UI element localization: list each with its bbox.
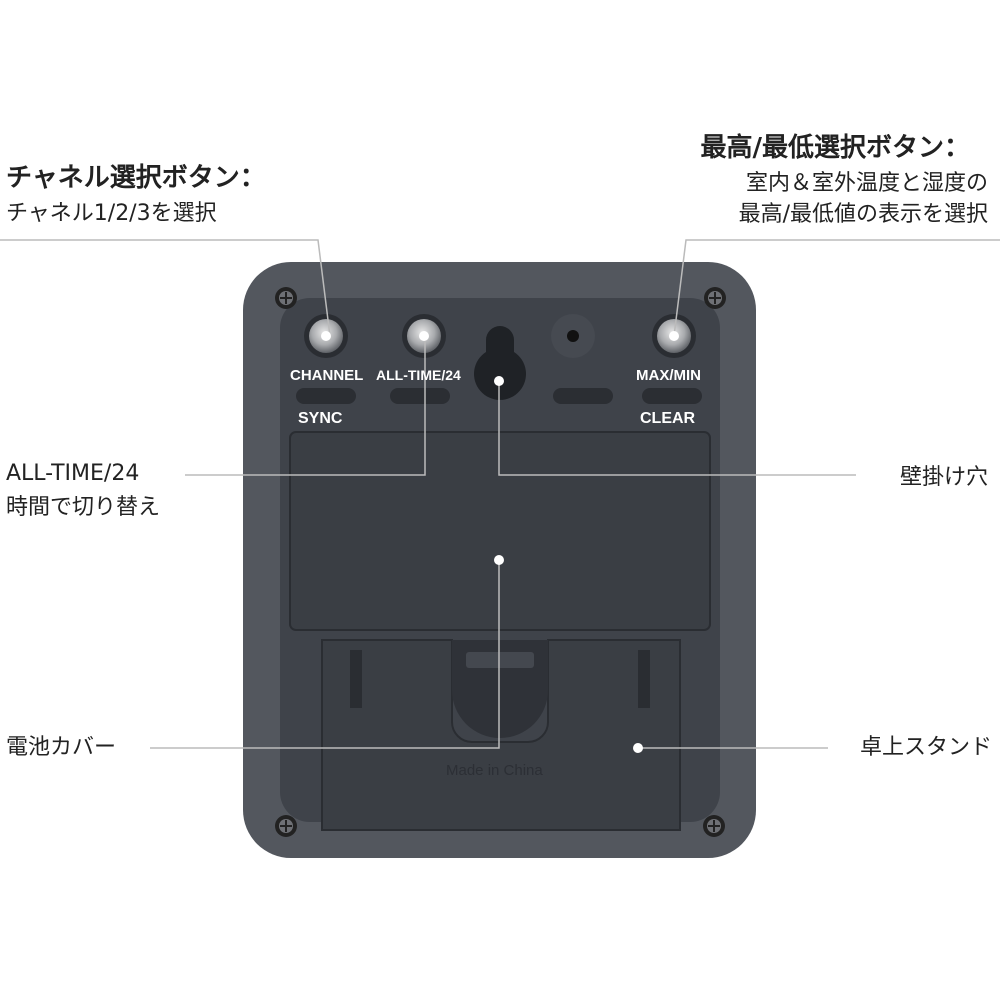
battery-cover [289, 431, 711, 631]
alltime-slot [390, 388, 450, 404]
channel-button-desc: チャネル1/2/3を選択 [6, 201, 217, 226]
battery-callout-dot [494, 555, 504, 565]
sync-button [296, 388, 356, 404]
maxmin-label: MAX/MIN [636, 367, 701, 384]
clear-button [642, 388, 702, 404]
clear-label: CLEAR [640, 410, 696, 427]
sync-label: SYNC [298, 410, 343, 427]
alltime-desc-line1: ALL-TIME/24 [6, 461, 140, 486]
stand-callout-dot [633, 743, 643, 753]
maxmin-button-desc-line2: 最高/最低値の表示を選択 [738, 202, 988, 227]
screw-top-right-icon [704, 287, 726, 309]
channel-label: CHANNEL [290, 367, 364, 384]
screw-bottom-right-icon [703, 815, 725, 837]
screw-bottom-left-icon [275, 815, 297, 837]
maxmin-callout-dot [669, 331, 679, 341]
alltime-label: ALL-TIME/24 [376, 367, 461, 383]
center-slot [553, 388, 613, 404]
wall-hanging-hole [474, 326, 527, 400]
screw-top-left-icon [275, 287, 297, 309]
channel-callout-dot [321, 331, 331, 341]
wall-hole-callout-dot [494, 376, 504, 386]
alltime-desc-line2: 時間で切り替え [6, 495, 161, 520]
wall-hole-label: 壁掛け穴 [899, 465, 988, 490]
desk-stand [321, 639, 681, 831]
battery-cover-label: 電池カバー [6, 735, 117, 760]
alltime-callout-dot [419, 331, 429, 341]
stand-label: 卓上スタンド [859, 735, 992, 760]
maxmin-button-desc-line1: 室内＆室外温度と湿度の [745, 171, 988, 196]
made-in-china-text: Made in China [446, 762, 543, 779]
maxmin-button-title: 最高/最低選択ボタン： [700, 133, 971, 163]
channel-button-title: チャネル選択ボタン： [6, 163, 266, 193]
